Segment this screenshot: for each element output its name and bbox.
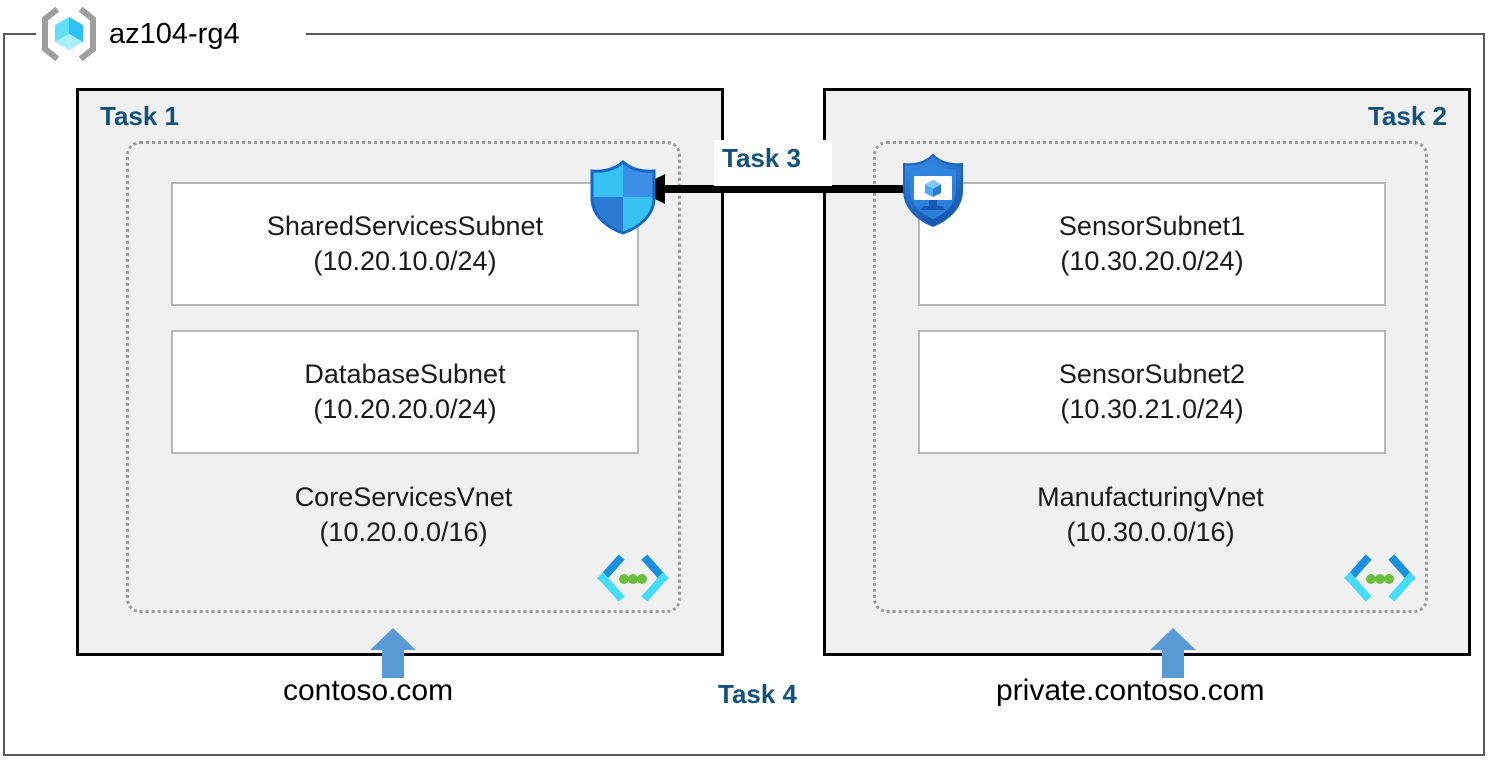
- subnet-shared-services[interactable]: SharedServicesSubnet (10.20.10.0/24): [171, 182, 639, 306]
- manufacturing-vnet-caption: ManufacturingVnet (10.30.0.0/16): [876, 480, 1425, 549]
- resource-group-name: az104-rg4: [109, 17, 240, 50]
- subnet-cidr: (10.20.20.0/24): [313, 394, 497, 424]
- vnet-name: ManufacturingVnet: [1037, 482, 1264, 512]
- task-4-label: Task 4: [718, 679, 798, 709]
- subnet-name: DatabaseSubnet: [304, 359, 506, 390]
- up-arrow-icon: [370, 628, 416, 678]
- task-1-label: Task 1: [100, 101, 180, 131]
- task-3-label-mask: [714, 140, 832, 186]
- subnet-cidr: (10.30.20.0/24): [1060, 246, 1244, 276]
- virtual-network-icon: [1344, 552, 1416, 608]
- up-arrow-icon: [1150, 628, 1196, 678]
- core-services-vnet[interactable]: SharedServicesSubnet (10.20.10.0/24) Dat…: [126, 141, 681, 613]
- task-2-container: Task 2 SensorSubnet1 (10.30.20.0/24) Sen…: [823, 88, 1471, 656]
- subnet-database[interactable]: DatabaseSubnet (10.20.20.0/24): [171, 330, 639, 454]
- subnet-sensor-2[interactable]: SensorSubnet2 (10.30.21.0/24): [918, 330, 1386, 454]
- resource-group-cube-icon: [41, 7, 97, 61]
- dns-zone-left: contoso.com: [283, 674, 454, 707]
- vnet-cidr: (10.20.0.0/16): [319, 516, 488, 547]
- resource-group-frame: [3, 33, 1485, 756]
- firewall-shield-icon: [584, 158, 662, 236]
- resource-group-label: az104-rg4: [41, 7, 240, 61]
- core-services-vnet-caption: CoreServicesVnet (10.20.0.0/16): [129, 480, 678, 549]
- subnet-sensor-1[interactable]: SensorSubnet1 (10.30.20.0/24): [918, 182, 1386, 306]
- subnet-cidr: (10.20.10.0/24): [313, 246, 497, 276]
- task-2-label: Task 2: [1367, 101, 1447, 131]
- virtual-machine-shield-icon: [898, 152, 968, 230]
- dns-zone-right: private.contoso.com: [996, 674, 1265, 707]
- subnet-name: SharedServicesSubnet: [266, 211, 544, 242]
- vnet-name: CoreServicesVnet: [294, 482, 513, 512]
- subnet-name: SensorSubnet1: [1058, 211, 1246, 242]
- virtual-network-icon: [597, 552, 669, 608]
- task-1-container: Task 1 SharedServicesSubnet (10.20.10.0/…: [76, 88, 724, 656]
- vnet-cidr: (10.30.0.0/16): [1066, 516, 1235, 547]
- task-3-label: Task 3: [722, 143, 802, 173]
- subnet-name: SensorSubnet2: [1058, 359, 1246, 390]
- subnet-cidr: (10.30.21.0/24): [1060, 394, 1244, 424]
- manufacturing-vnet[interactable]: SensorSubnet1 (10.30.20.0/24) SensorSubn…: [873, 141, 1428, 613]
